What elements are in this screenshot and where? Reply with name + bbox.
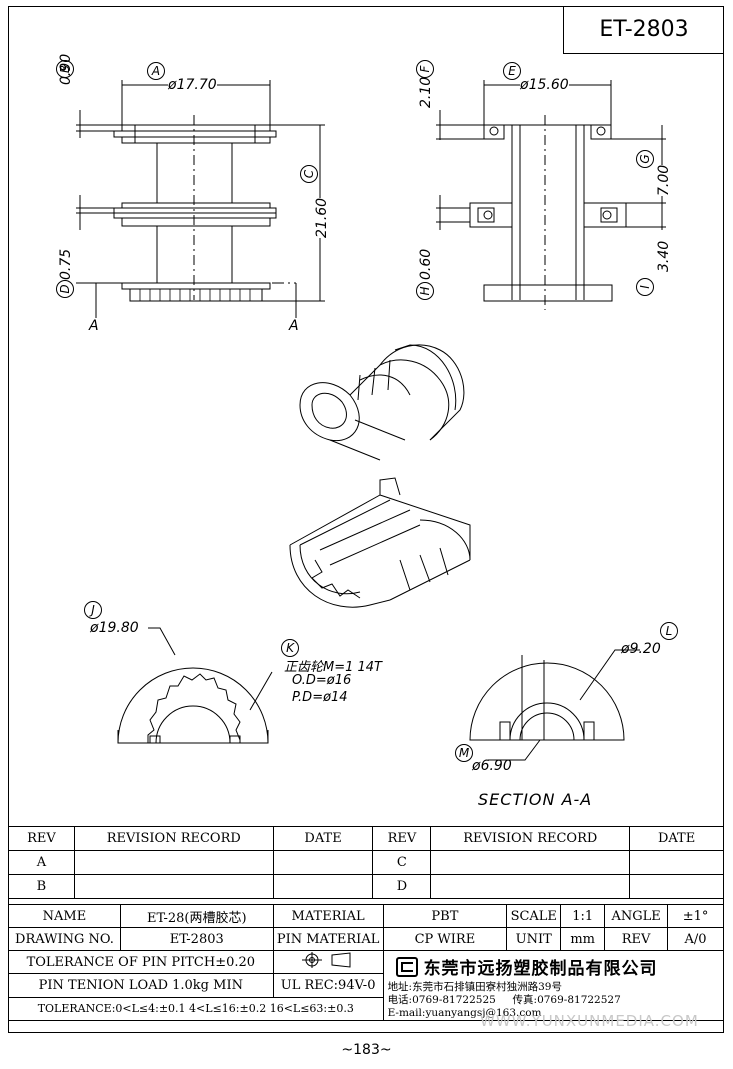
callout-e: E (503, 62, 521, 80)
rev-cell: B (8, 874, 75, 899)
page-number: ~183~ (341, 1042, 392, 1058)
unit-label: UNIT (506, 927, 562, 951)
date-cell (272, 874, 374, 899)
company-name: 东莞市远扬塑胶制品有限公司 (423, 959, 658, 979)
rev-cell: D (372, 874, 432, 899)
angle-label: ANGLE (604, 904, 669, 928)
company-phone-fax: 电话:0769-81722525 传真:0769-81722527 (384, 994, 722, 1007)
dim-c-value: 21.60 (314, 197, 330, 238)
revision-record-header: REVISION RECORD (430, 826, 631, 851)
drawing-no-value: ET-2803 (119, 927, 274, 951)
tolerance-ranges: TOLERANCE:0<L≤4:±0.1 4<L≤16:±0.2 16<L≤63… (8, 996, 384, 1022)
callout-d: D (56, 280, 74, 298)
table-row: A C (8, 850, 724, 875)
callout-j: J (84, 601, 102, 619)
rev-cell: C (372, 850, 432, 875)
callout-m: M (455, 744, 473, 762)
gear-note-line3: P.D=ø14 (292, 690, 348, 705)
rev-header: REV (8, 826, 75, 851)
section-mark-left: A (89, 318, 99, 334)
part-number-title: ET-2803 (563, 6, 724, 54)
date-header: DATE (629, 826, 724, 851)
dim-e-value: ø15.60 (520, 77, 569, 93)
revision-record-header: REVISION RECORD (73, 826, 274, 851)
dim-m-value: ø6.90 (472, 758, 512, 774)
title-block: NAME ET-28(两槽胶芯) MATERIAL PBT SCALE 1:1 … (8, 904, 725, 1022)
company-block: 东莞市远扬塑胶制品有限公司 地址:东莞市石排镇田寮村独洲路39号 电话:0769… (382, 950, 725, 1021)
drawing-sheet (8, 6, 724, 1033)
record-cell (430, 850, 631, 875)
front-view (76, 80, 325, 318)
gear-note-line2: O.D=ø16 (292, 673, 352, 688)
date-header: DATE (272, 826, 374, 851)
dim-g-value: 7.00 (656, 164, 672, 196)
revision-header-row: REV REVISION RECORD DATE REV REVISION RE… (8, 826, 724, 851)
callout-h: H (416, 282, 434, 300)
date-cell (272, 850, 374, 875)
rev-header: REV (372, 826, 432, 851)
pin-tension-load: PIN TENION LOAD 1.0kg MIN (8, 973, 274, 998)
callout-a: A (147, 62, 165, 80)
date-cell (629, 850, 724, 875)
isometric-view-top (299, 344, 465, 461)
section-mark-right: A (289, 318, 299, 334)
projection-symbol (272, 949, 384, 975)
name-value: ET-28(两槽胶芯) (119, 904, 274, 928)
ul-rec: UL REC:94V-0 (272, 973, 384, 998)
watermark: WWW.YUNXUNMEDIA.COM (480, 1012, 699, 1030)
material-value: PBT (382, 904, 508, 928)
company-email: E-mail:yuanyangsj@163.com (387, 1007, 542, 1019)
record-cell (73, 874, 274, 899)
dim-l-value: ø9.20 (621, 641, 661, 657)
record-cell (73, 850, 274, 875)
pin-material-value: CP WIRE (382, 927, 508, 951)
callout-f: F (416, 60, 434, 78)
callout-g: G (636, 150, 654, 168)
rev-cell: A (8, 850, 75, 875)
side-view (436, 80, 666, 310)
rev-label: REV (604, 927, 669, 951)
gear-section-view (117, 627, 273, 744)
section-title: SECTION A-A (478, 790, 593, 809)
company-logo-icon (395, 956, 418, 977)
dim-j-value: ø19.80 (90, 620, 139, 636)
dim-d-value: 0.75 (58, 248, 74, 280)
drawing-no-label: DRAWING NO. (8, 927, 121, 951)
bore-section-view (469, 649, 640, 761)
table-row: B D (8, 874, 724, 899)
material-label: MATERIAL (272, 904, 384, 928)
scale-value: 1:1 (560, 904, 606, 928)
name-label: NAME (8, 904, 121, 928)
callout-c: C (300, 165, 318, 183)
company-fax: 传真:0769-81722527 (512, 994, 621, 1006)
callout-b: B (56, 60, 74, 78)
isometric-view-bottom (289, 477, 471, 608)
callout-i: I (636, 278, 654, 296)
gear-note-line1: 正齿轮M=1 14T (284, 660, 382, 675)
company-phone: 电话:0769-81722525 (387, 994, 496, 1006)
title-row-3: TOLERANCE OF PIN PITCH±0.20 东莞市远扬塑胶制品有限公… (8, 949, 725, 1021)
callout-k: K (281, 639, 299, 657)
first-angle-projection-icon (302, 952, 351, 969)
angle-value: ±1° (667, 904, 724, 928)
rev-value: A/0 (667, 927, 724, 951)
dim-h-value: 0.60 (418, 248, 434, 280)
scale-label: SCALE (506, 904, 562, 928)
record-cell (430, 874, 631, 899)
tolerance-pin-pitch: TOLERANCE OF PIN PITCH±0.20 (8, 949, 274, 975)
pin-material-label: PIN MATERIAL (272, 927, 384, 951)
date-cell (629, 874, 724, 899)
title-row-5: TOLERANCE:0<L≤4:±0.1 4<L≤16:±0.2 16<L≤63… (8, 996, 724, 1022)
title-row-1: NAME ET-28(两槽胶芯) MATERIAL PBT SCALE 1:1 … (8, 904, 724, 928)
unit-value: mm (560, 927, 606, 951)
dim-a-value: ø17.70 (168, 77, 217, 93)
revision-table: REV REVISION RECORD DATE REV REVISION RE… (8, 826, 724, 899)
title-row-2: DRAWING NO. ET-2803 PIN MATERIAL CP WIRE… (8, 927, 724, 951)
dim-i-value: 3.40 (656, 240, 672, 272)
dim-f-value: 2.10 (418, 76, 434, 108)
company-address: 地址:东莞市石排镇田寮村独洲路39号 (387, 981, 562, 993)
callout-l: L (660, 622, 678, 640)
